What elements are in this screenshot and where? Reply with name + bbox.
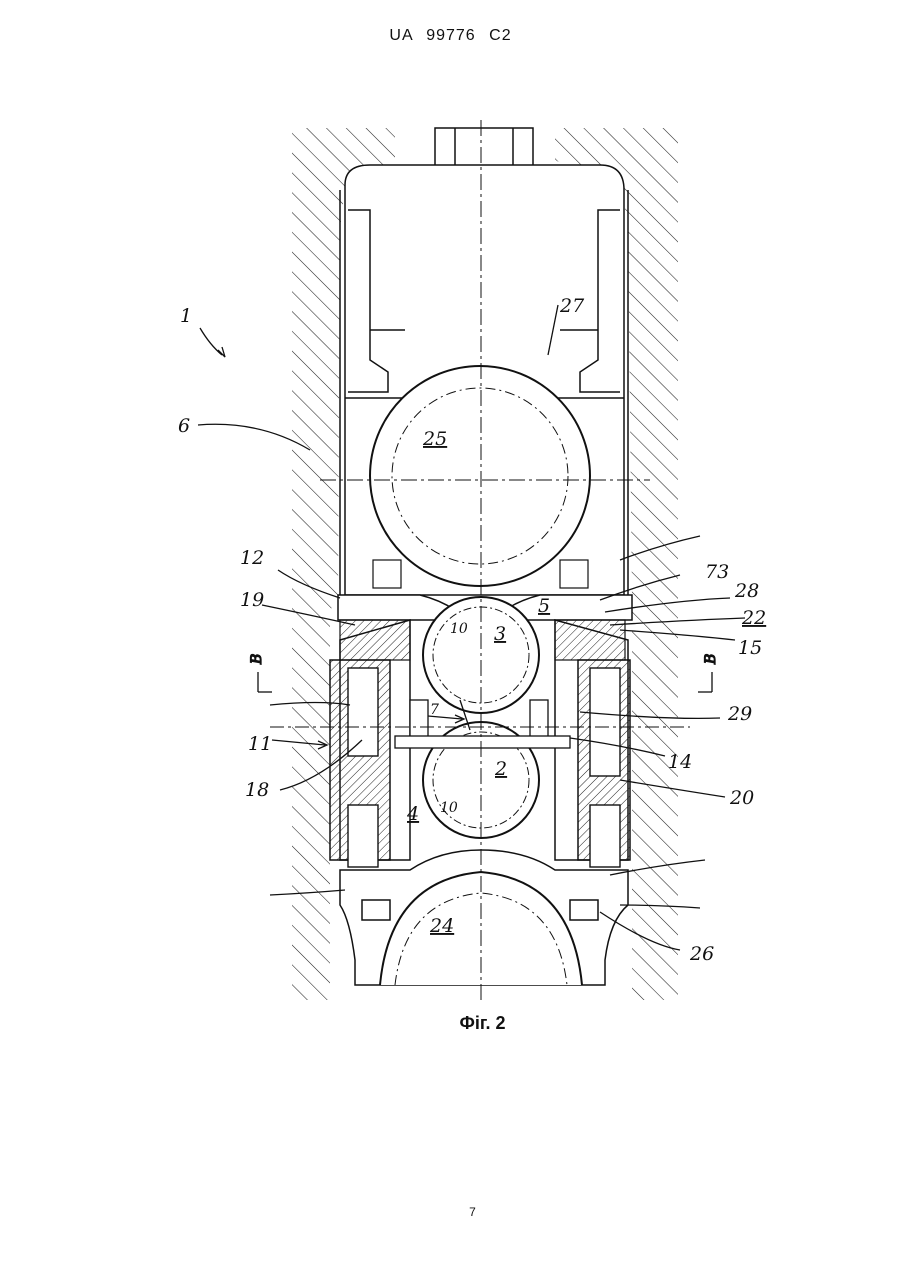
section-mark-right: B bbox=[698, 654, 719, 692]
label-6: 6 bbox=[178, 415, 190, 437]
label-14: 14 bbox=[668, 751, 692, 773]
label-7: 7 bbox=[430, 702, 439, 718]
section-mark-left-label: B bbox=[249, 654, 265, 665]
section-mark-left: B bbox=[249, 654, 272, 692]
label-29: 29 bbox=[727, 703, 752, 725]
label-73: 73 bbox=[705, 561, 729, 583]
label-5: 5 bbox=[538, 595, 550, 617]
label-1: 1 bbox=[180, 305, 192, 327]
label-15: 15 bbox=[738, 637, 762, 659]
label-2: 2 bbox=[494, 758, 507, 780]
label-25: 25 bbox=[422, 428, 447, 450]
label-12: 12 bbox=[240, 547, 264, 569]
label-22: 22 bbox=[741, 607, 766, 629]
label-4: 4 bbox=[406, 803, 419, 825]
label-24: 24 bbox=[429, 915, 454, 937]
label-10-upper: 10 bbox=[450, 621, 468, 637]
label-28: 28 bbox=[734, 580, 759, 602]
label-18: 18 bbox=[245, 779, 269, 801]
section-mark-right-label: B bbox=[703, 654, 719, 665]
label-19: 19 bbox=[240, 589, 264, 611]
label-27: 27 bbox=[559, 295, 585, 317]
label-20: 20 bbox=[729, 787, 754, 809]
label-26: 26 bbox=[689, 943, 714, 965]
page-number: 7 bbox=[0, 1205, 901, 1219]
figure-caption: Фіг. 2 bbox=[0, 1013, 901, 1034]
label-10-lower: 10 bbox=[440, 800, 458, 816]
label-11: 11 bbox=[248, 733, 272, 755]
upper-backup-roll bbox=[370, 366, 590, 586]
label-3: 3 bbox=[494, 623, 506, 645]
